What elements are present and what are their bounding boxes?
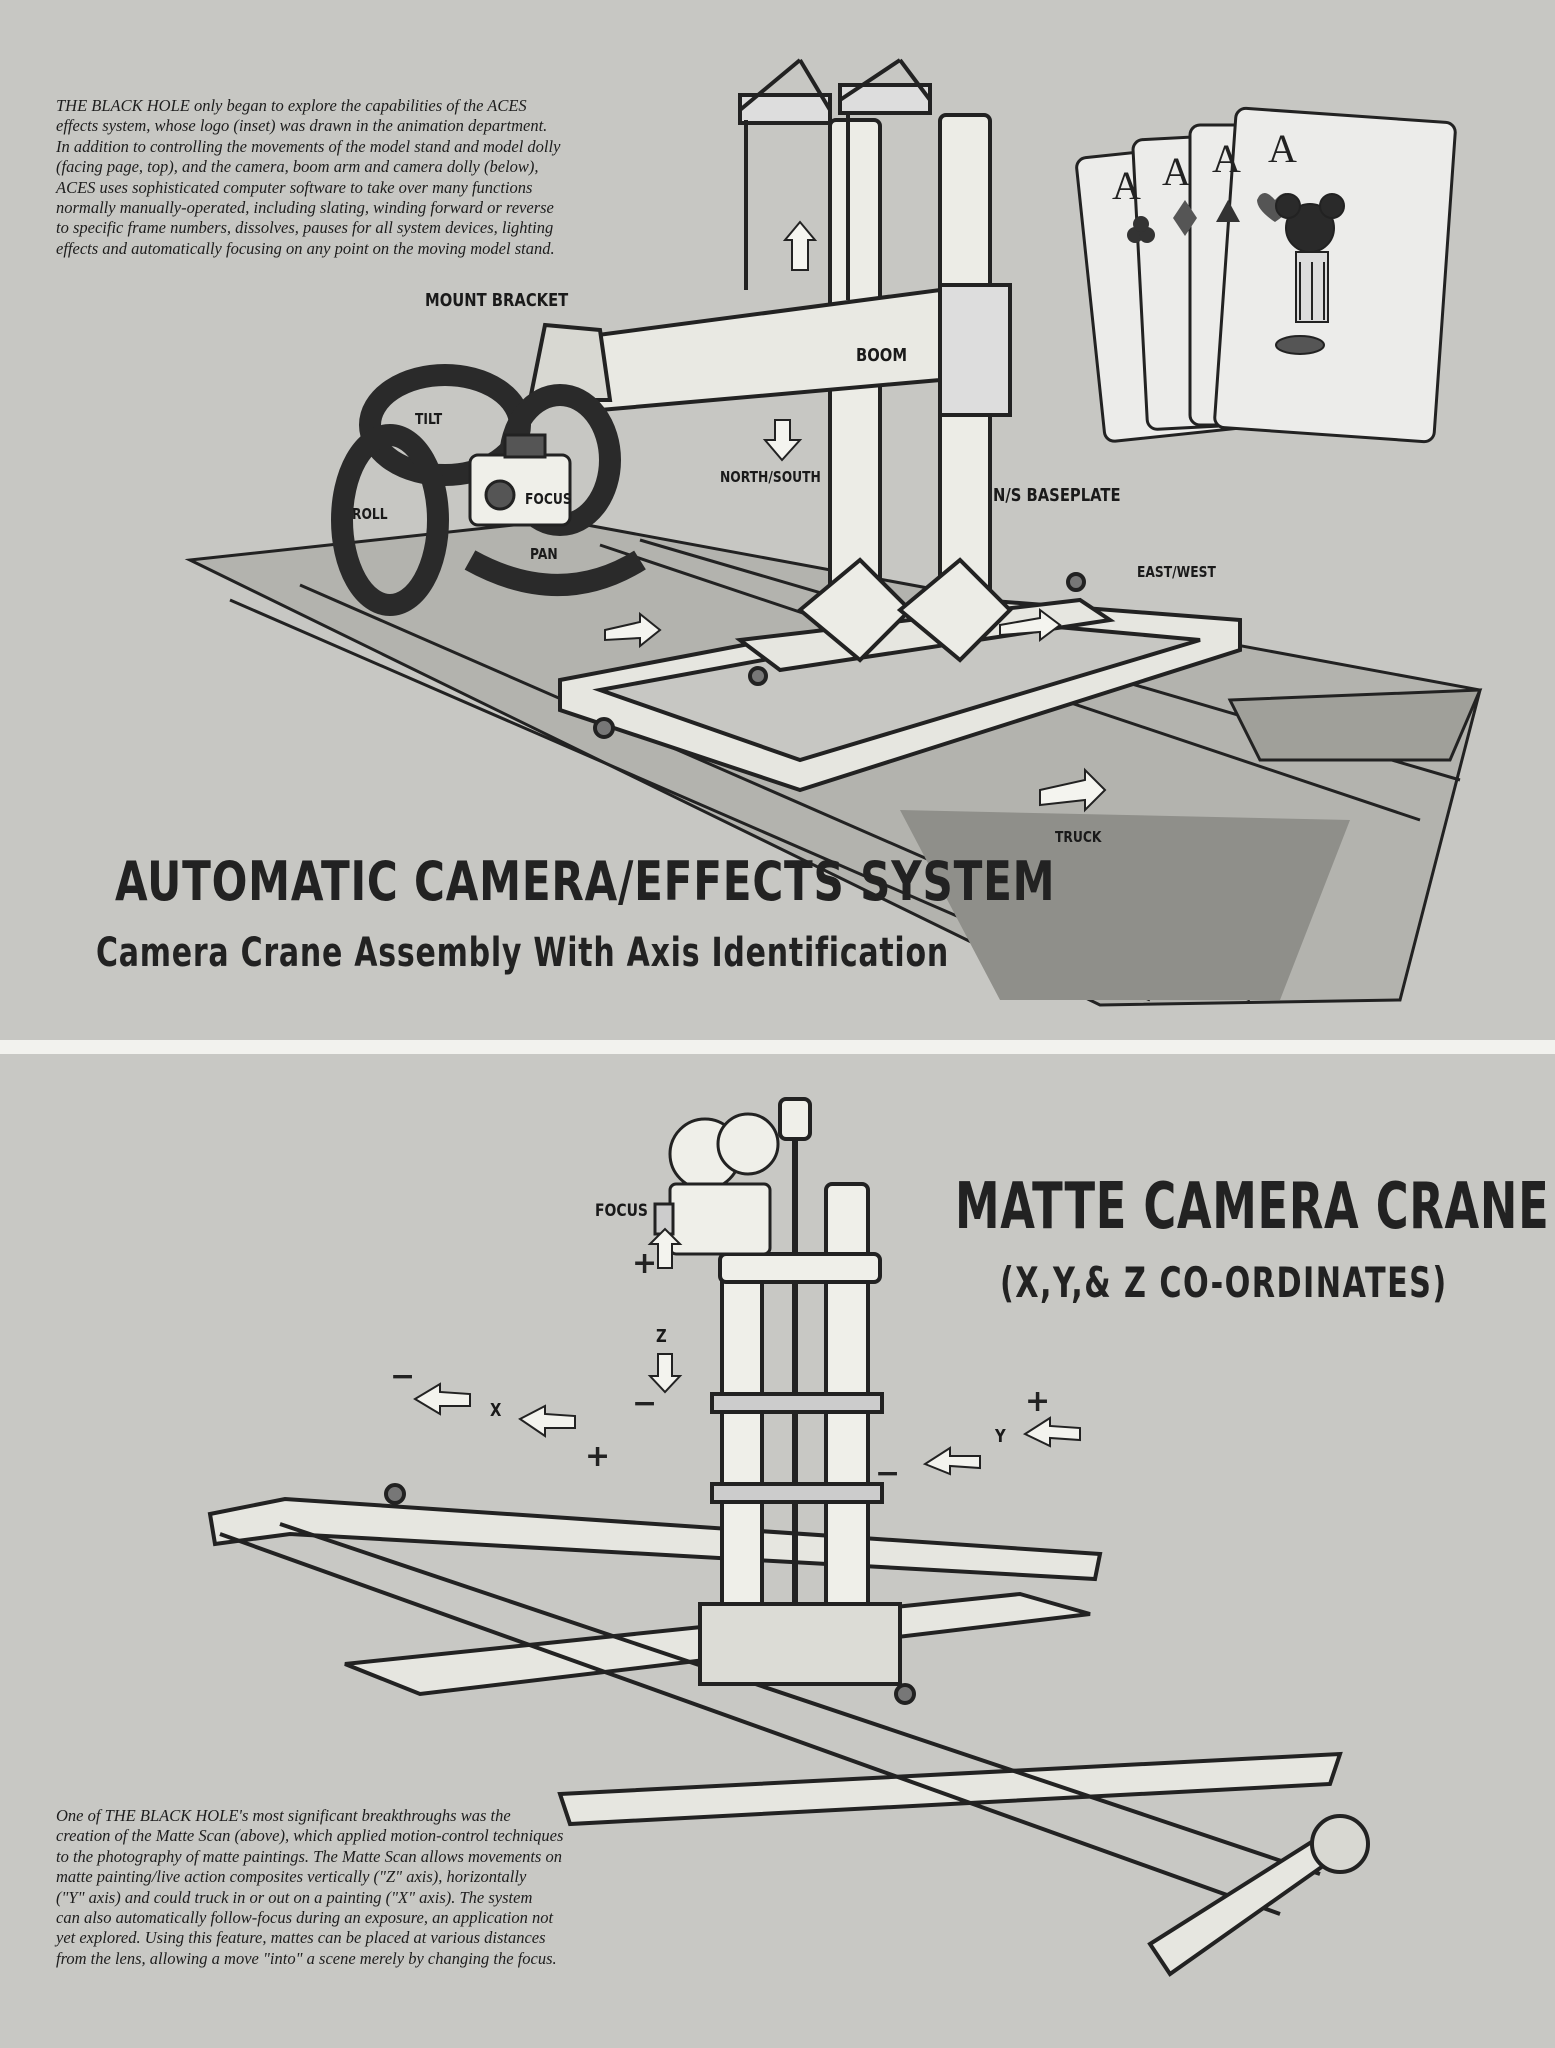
matte-crane-illustration bbox=[207, 1097, 1370, 1977]
label-pan: PAN bbox=[530, 545, 558, 563]
matte-camera bbox=[653, 1112, 780, 1256]
label-focus: FOCUS bbox=[525, 490, 572, 508]
top-subtitle: Camera Crane Assembly With Axis Identifi… bbox=[96, 930, 949, 976]
z-minus-sign: − bbox=[632, 1386, 658, 1421]
mascot-figure bbox=[1275, 193, 1345, 355]
bottom-caption: One of THE BLACK HOLE's most significant… bbox=[56, 1806, 564, 1968]
bottom-panel: MATTE CAMERA CRANE (X,Y,& Z CO-ORDINATES… bbox=[0, 1054, 1555, 2048]
label-focus-matte: FOCUS bbox=[595, 1201, 648, 1221]
label-boom: BOOM bbox=[856, 345, 908, 366]
label-roll: ROLL bbox=[352, 505, 388, 523]
rotation-arrows bbox=[331, 364, 646, 616]
card-letter: A bbox=[1212, 136, 1241, 181]
y-minus-sign: − bbox=[875, 1456, 901, 1491]
x-minus-sign: − bbox=[390, 1359, 416, 1394]
panel-divider bbox=[0, 1040, 1555, 1054]
aces-logo-cards bbox=[1075, 106, 1457, 444]
axis-arrows bbox=[413, 1227, 1081, 1476]
boom-arm bbox=[527, 283, 1012, 417]
label-z-axis: Z bbox=[656, 1326, 667, 1347]
bottom-title: MATTE CAMERA CRANE bbox=[955, 1170, 1550, 1244]
direction-arrows bbox=[604, 220, 1107, 813]
top-title: AUTOMATIC CAMERA/EFFECTS SYSTEM bbox=[115, 850, 1056, 913]
label-east-west: EAST/WEST bbox=[1137, 563, 1216, 581]
card-letter: A bbox=[1112, 163, 1141, 208]
label-x-axis: X bbox=[490, 1400, 502, 1421]
label-y-axis: Y bbox=[995, 1426, 1006, 1447]
card-letter: A bbox=[1268, 126, 1297, 171]
label-ns-baseplate: N/S BASEPLATE bbox=[993, 485, 1121, 506]
crane-illustration bbox=[184, 58, 1483, 1007]
label-north-south: NORTH/SOUTH bbox=[720, 468, 821, 486]
z-plus-sign: + bbox=[632, 1246, 658, 1281]
top-panel: THE BLACK HOLE only began to explore the… bbox=[56, 58, 1483, 1007]
label-truck: TRUCK bbox=[1055, 828, 1102, 846]
card-letter: A bbox=[1162, 149, 1191, 194]
label-tilt: TILT bbox=[415, 410, 443, 428]
label-mount-bracket: MOUNT BRACKET bbox=[425, 290, 569, 311]
bottom-subtitle: (X,Y,& Z CO-ORDINATES) bbox=[1000, 1258, 1448, 1307]
x-plus-sign: + bbox=[585, 1439, 611, 1474]
matte-rails bbox=[207, 1483, 1370, 1977]
top-caption: THE BLACK HOLE only began to explore the… bbox=[56, 96, 561, 258]
y-plus-sign: + bbox=[1025, 1384, 1051, 1419]
camera-head bbox=[468, 433, 572, 527]
